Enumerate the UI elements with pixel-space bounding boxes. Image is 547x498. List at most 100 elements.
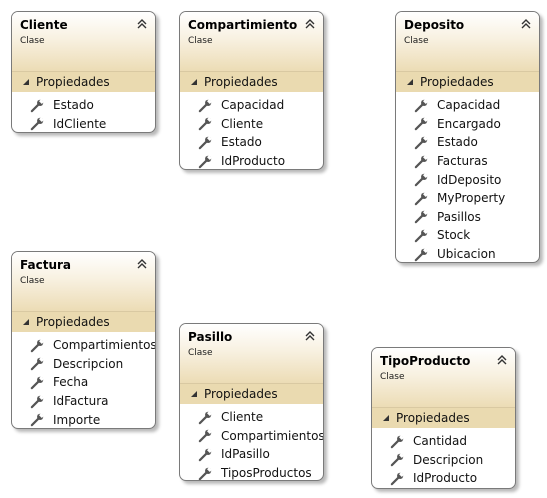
property-item[interactable]: MyProperty [396,189,539,208]
wrench-icon [414,117,428,131]
class-box-tipoproducto[interactable]: TipoProducto Clase Propiedades Cantidad … [371,347,516,489]
property-item[interactable]: TiposProductos [180,464,323,481]
property-item[interactable]: IdProducto [180,152,323,169]
class-header: TipoProducto Clase [372,348,515,408]
property-list: Cantidad Descripcion IdProducto [372,428,515,488]
property-item[interactable]: Cliente [180,408,323,427]
property-name: IdCliente [53,116,107,131]
class-name: Factura [20,258,71,272]
property-list: Capacidad Encargado Estado Facturas IdDe… [396,92,539,262]
property-item[interactable]: Compartimientos [12,336,155,355]
wrench-icon [30,98,44,113]
wrench-icon [390,453,404,467]
wrench-icon [30,394,44,408]
wrench-icon [198,98,212,113]
property-name: Descripcion [413,452,484,467]
property-name: IdProducto [221,154,286,169]
wrench-icon [198,429,212,443]
properties-section-toggle[interactable]: Propiedades [12,312,155,332]
properties-section-toggle[interactable]: Propiedades [372,408,515,428]
property-item[interactable]: IdProducto [372,469,515,488]
section-label: Propiedades [204,75,278,89]
property-item[interactable]: Cliente [180,115,323,134]
property-item[interactable]: IdCliente [12,115,155,132]
property-item[interactable]: Stock [396,226,539,245]
property-name: Importe [53,412,101,427]
property-name: MyProperty [437,191,506,206]
class-stereotype: Clase [20,36,45,46]
class-stereotype: Clase [188,348,213,358]
property-name: IdProducto [413,471,478,486]
property-item[interactable]: Estado [12,96,155,115]
properties-section-toggle[interactable]: Propiedades [12,72,155,92]
property-name: Cliente [221,410,264,425]
property-item[interactable]: Ubicacion [396,245,539,262]
double-chevron-up-icon[interactable] [135,17,149,31]
double-chevron-up-icon[interactable] [495,353,509,367]
property-item[interactable]: Facturas [396,152,539,171]
properties-section-toggle[interactable]: Propiedades [396,72,539,92]
property-item[interactable]: Estado [180,133,323,152]
property-list: Compartimientos Descripcion Fecha IdFact… [12,332,155,428]
class-box-pasillo[interactable]: Pasillo Clase Propiedades Cliente Compar… [179,323,324,481]
wrench-icon [198,154,212,168]
property-list: Estado IdCliente [12,92,155,132]
property-name: IdDeposito [437,172,502,187]
wrench-icon [30,376,44,390]
triangle-down-icon [383,415,389,421]
property-name: Cantidad [413,434,467,449]
property-item[interactable]: Fecha [12,373,155,392]
property-name: Estado [221,135,262,150]
class-box-factura[interactable]: Factura Clase Propiedades Compartimiento… [11,251,156,429]
properties-section-toggle[interactable]: Propiedades [180,384,323,404]
class-name: TipoProducto [380,354,471,368]
property-name: Capacidad [221,98,285,113]
wrench-icon [414,191,428,206]
class-box-deposito[interactable]: Deposito Clase Propiedades Capacidad Enc… [395,11,540,263]
class-name: Pasillo [188,330,233,344]
property-item[interactable]: Descripcion [12,355,155,374]
property-item[interactable]: IdPasillo [180,445,323,464]
wrench-icon [198,448,212,462]
property-item[interactable]: Compartimientos [180,427,323,446]
double-chevron-up-icon[interactable] [303,329,317,343]
triangle-down-icon [191,79,197,85]
wrench-icon [198,117,212,131]
class-header: Pasillo Clase [180,324,323,384]
double-chevron-up-icon[interactable] [135,257,149,271]
property-item[interactable]: Estado [396,133,539,152]
property-name: Capacidad [437,98,501,113]
class-box-compartimiento[interactable]: Compartimiento Clase Propiedades Capacid… [179,11,324,170]
section-label: Propiedades [420,75,494,89]
property-name: Estado [437,135,478,150]
property-name: IdFactura [53,394,109,409]
double-chevron-up-icon[interactable] [519,17,533,31]
property-name: Estado [53,98,94,113]
property-item[interactable]: Cantidad [372,432,515,451]
property-item[interactable]: Capacidad [180,96,323,115]
property-list: Cliente Compartimientos IdPasillo TiposP… [180,404,323,481]
wrench-icon [30,117,44,131]
property-item[interactable]: Descripcion [372,451,515,470]
class-name: Compartimiento [188,18,298,32]
section-label: Propiedades [396,411,470,425]
property-item[interactable]: Importe [12,410,155,428]
triangle-down-icon [23,79,29,85]
class-header: Deposito Clase [396,12,539,72]
property-name: Ubicacion [437,247,496,262]
class-stereotype: Clase [404,36,429,46]
wrench-icon [30,338,44,353]
property-item[interactable]: Capacidad [396,96,539,115]
class-box-cliente[interactable]: Cliente Clase Propiedades Estado IdClien… [11,11,156,133]
property-name: Compartimientos [221,428,324,443]
property-item[interactable]: IdFactura [12,392,155,411]
properties-section-toggle[interactable]: Propiedades [180,72,323,92]
property-name: Cliente [221,116,264,131]
property-name: TiposProductos [221,466,312,481]
class-name: Cliente [20,18,68,32]
property-item[interactable]: Pasillos [396,208,539,227]
property-item[interactable]: Encargado [396,115,539,134]
double-chevron-up-icon[interactable] [303,17,317,31]
property-item[interactable]: IdDeposito [396,170,539,189]
property-name: Compartimientos [53,338,156,353]
